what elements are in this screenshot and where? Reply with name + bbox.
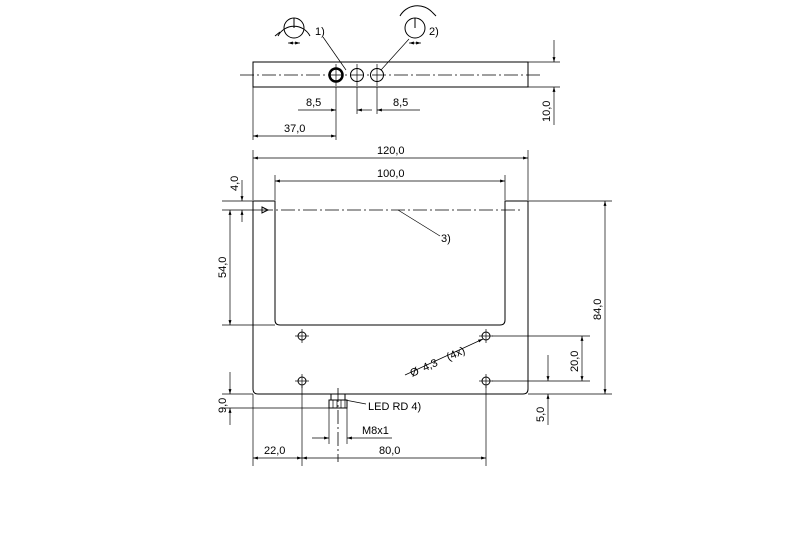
dimension-100: 100,0 [274, 168, 506, 200]
svg-text:M8x1: M8x1 [362, 425, 389, 437]
mounting-hole [295, 374, 309, 388]
svg-text:4,0: 4,0 [229, 176, 241, 191]
callout-1-leader [322, 36, 347, 71]
mounting-hole [479, 329, 493, 343]
housing-front-view [252, 200, 529, 395]
potentiometer-symbol-2 [399, 5, 437, 45]
callout-3: 3) [441, 233, 451, 245]
dimension-8-5-right: 8,5 [377, 97, 420, 112]
housing-side-view [240, 61, 540, 88]
dimension-80: 80,0 [302, 386, 487, 466]
svg-text:120,0: 120,0 [377, 145, 405, 157]
dimension-10: 10,0 [528, 40, 560, 125]
dimension-84: 84,0 [528, 200, 612, 395]
potentiometer-symbol-1 [274, 17, 311, 45]
svg-text:10,0: 10,0 [541, 101, 553, 122]
callout-3-leader [397, 209, 441, 237]
svg-text:84,0: 84,0 [592, 299, 604, 320]
mounting-hole [295, 329, 309, 343]
svg-text:80,0: 80,0 [379, 445, 400, 457]
dimension-120: 120,0 [252, 145, 529, 200]
svg-text:Ø 4,3 (4x): Ø 4,3 (4x) [408, 345, 467, 380]
dimension-8-5-left: 8,5 [298, 87, 378, 140]
svg-text:22,0: 22,0 [264, 445, 285, 457]
callout-2: 2) [429, 26, 439, 38]
svg-text:37,0: 37,0 [284, 123, 305, 135]
hole-diameter-label: Ø 4,3 (4x) [404, 338, 484, 380]
svg-text:20,0: 20,0 [569, 351, 581, 372]
led-label: LED RD 4) [368, 401, 421, 413]
dimension-20: 20,0 [492, 335, 590, 382]
dimension-22: 22,0 [252, 386, 303, 466]
callout-1: 1) [315, 26, 325, 38]
svg-text:100,0: 100,0 [377, 168, 405, 180]
svg-text:5,0: 5,0 [535, 407, 547, 422]
m8-connector [328, 388, 348, 462]
dimension-37: 37,0 [252, 87, 336, 140]
dimension-9: 9,0 [217, 372, 329, 425]
svg-text:8,5: 8,5 [393, 97, 408, 109]
svg-text:9,0: 9,0 [217, 398, 229, 413]
dimension-thread: M8x1 [312, 408, 392, 444]
dimension-5: 5,0 [535, 355, 550, 425]
led-leader [344, 399, 367, 405]
dimension-4: 4,0 [222, 176, 259, 222]
dimension-54: 54,0 [217, 210, 275, 326]
callout-2-leader [380, 38, 410, 71]
svg-text:54,0: 54,0 [217, 257, 229, 278]
svg-text:8,5: 8,5 [306, 97, 321, 109]
mounting-hole [479, 374, 493, 388]
